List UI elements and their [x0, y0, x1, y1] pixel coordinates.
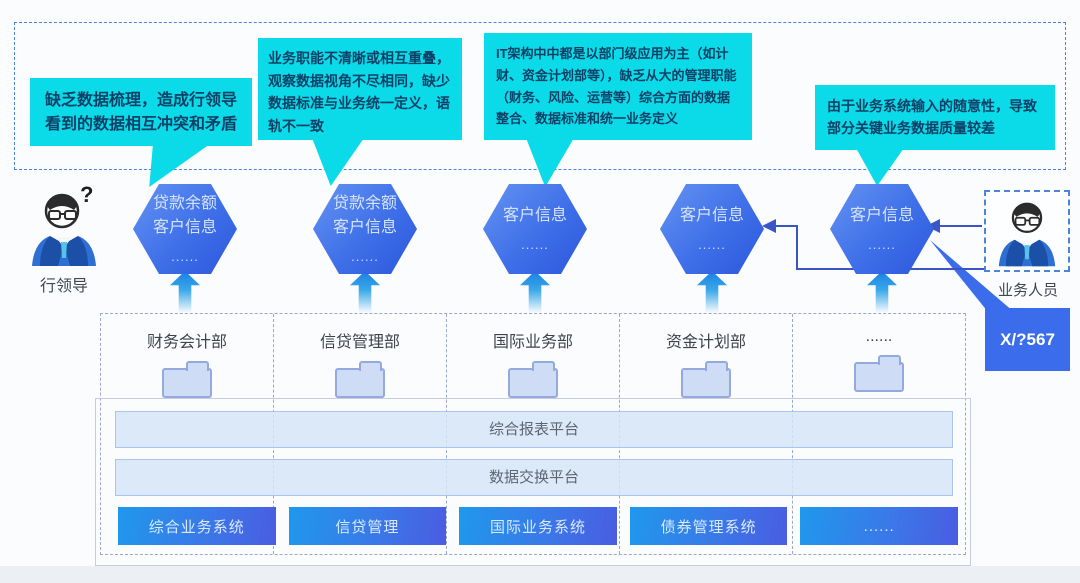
hexagon-ellipsis: ...... [521, 236, 549, 252]
up-arrow-icon [170, 271, 200, 313]
dept-col-others: ...... [793, 314, 965, 554]
system-bond-management: 债券管理系统 [629, 507, 788, 545]
dept-label: ...... [865, 328, 893, 345]
hexagon-ellipsis: ...... [868, 236, 896, 252]
hexagon-loan-balance-1: 贷款余额 客户信息 ...... [133, 184, 237, 274]
callout-it-architecture: IT架构中中都是以部门级应用为主（如计财、资金计划部等），缺乏从大的管理职能（财… [484, 33, 752, 140]
hexagon-line: 客户信息 [152, 218, 217, 236]
question-mark: ? [80, 184, 93, 207]
leader-label: 行领导 [39, 278, 88, 295]
up-arrow-icon [520, 271, 550, 313]
dept-label: 资金计划部 [665, 334, 746, 351]
arrowhead-to-hex4 [762, 219, 776, 233]
up-arrow-icon [350, 271, 380, 313]
callout-data-conflict: 缺乏数据梳理，造成行领导看到的数据相互冲突和矛盾 [30, 78, 252, 146]
dept-col-credit: 信贷管理部 [274, 314, 447, 554]
hexagon-loan-balance-2: 贷款余额 客户信息 ...... [313, 184, 417, 274]
platform-reporting: 综合报表平台 [115, 411, 953, 448]
footer-strip [0, 566, 1080, 583]
folder-icon [854, 355, 904, 392]
bank-leader-icon: ? [32, 184, 96, 266]
hexagon-line: 贷款余额 [332, 194, 397, 212]
hexagon-ellipsis: ...... [351, 248, 379, 264]
folder-icon [335, 361, 385, 398]
dept-label: 信贷管理部 [319, 334, 400, 351]
platform-container [95, 398, 971, 566]
staff-label: 业务人员 [997, 282, 1058, 299]
hexagon-customer-info-1: 客户信息 ...... [483, 184, 587, 274]
systems-row: 综合业务系统 信贷管理 国际业务系统 债券管理系统 ...... [118, 507, 958, 545]
folder-icon [508, 361, 558, 398]
folder-icon [681, 361, 731, 398]
hexagon-line: 客户信息 [502, 206, 567, 224]
callout-data-quality: 由于业务系统输入的随意性，导致部分关键业务数据质量较差 [815, 85, 1055, 150]
hexagon-line: 客户信息 [849, 206, 914, 224]
up-arrow-icon [697, 271, 727, 313]
folder-icon [162, 361, 212, 398]
hexagon-customer-info-2: 客户信息 ...... [660, 184, 764, 274]
system-core-business: 综合业务系统 [118, 507, 276, 545]
business-staff-icon [998, 202, 1056, 267]
system-international-business: 国际业务系统 [459, 507, 617, 545]
hexagon-customer-info-3: 客户信息 ...... [830, 184, 934, 274]
up-arrow-icon [867, 271, 897, 313]
dept-col-international: 国际业务部 [447, 314, 620, 554]
platform-data-exchange: 数据交换平台 [115, 459, 953, 496]
dept-label: 财务会计部 [146, 334, 227, 351]
system-others: ...... [800, 507, 958, 545]
dept-col-treasury: 资金计划部 [620, 314, 793, 554]
hexagon-line: 客户信息 [679, 206, 744, 224]
hexagon-line: 客户信息 [332, 218, 397, 236]
departments-region: 财务会计部 信贷管理部 国际业务部 资金计划部 ...... [100, 313, 966, 555]
dept-label: 国际业务部 [492, 334, 573, 351]
hexagon-line: 贷款余额 [152, 194, 217, 212]
hexagon-ellipsis: ...... [698, 236, 726, 252]
hexagon-ellipsis: ...... [171, 248, 199, 264]
quality-issue-tag: X/?567 [985, 308, 1070, 371]
callout-unclear-functions: 业务职能不清晰或相互重叠，观察数据视角不尽相同，缺少数据标准与业务统一定义，语轨… [258, 38, 462, 140]
system-credit-management: 信贷管理 [288, 507, 447, 545]
